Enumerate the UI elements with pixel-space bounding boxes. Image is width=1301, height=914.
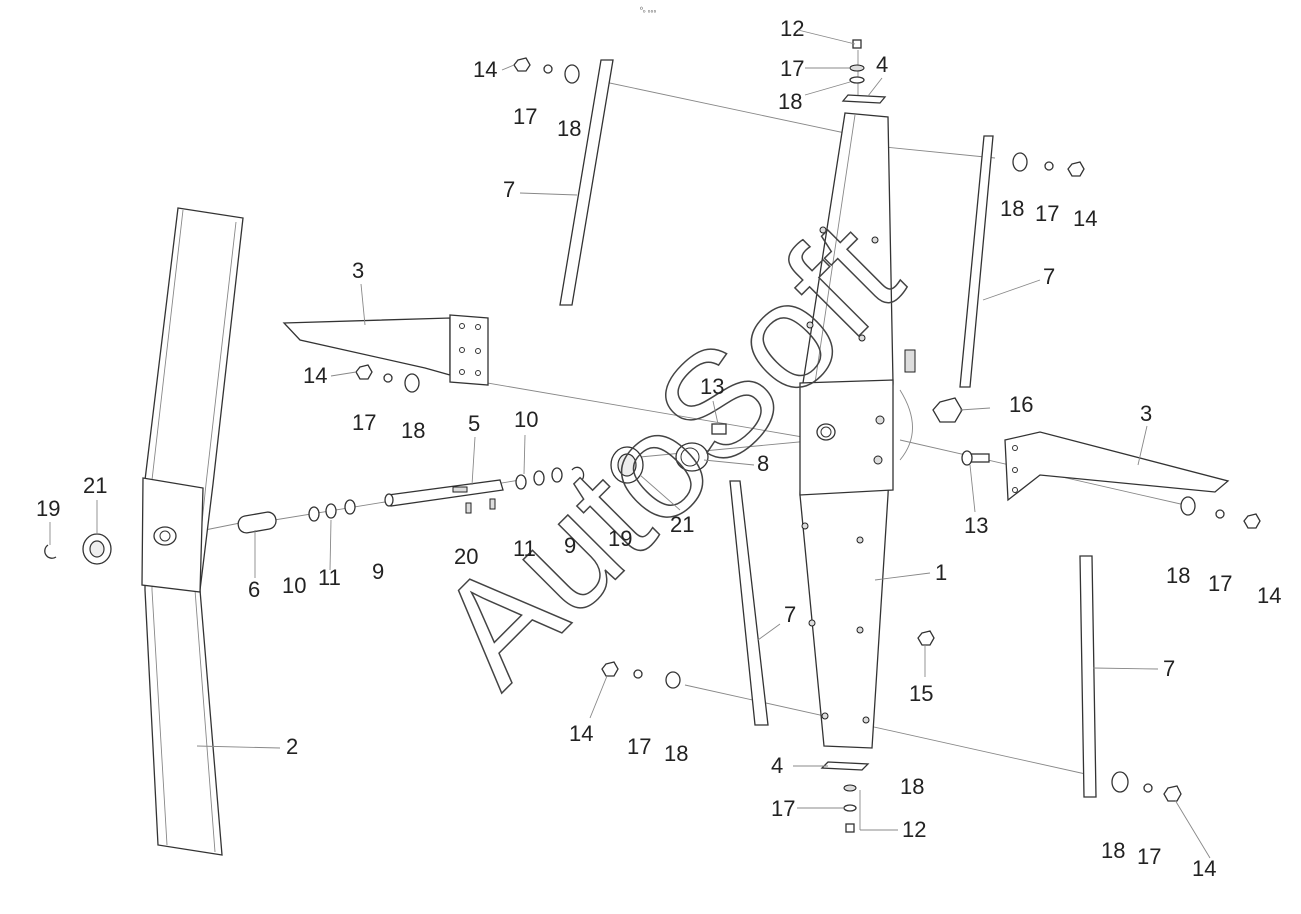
callout-18: 18 [1166,563,1190,588]
callout-19: 19 [608,526,632,551]
plate-4-top [841,94,887,104]
callout-11: 11 [513,536,536,561]
callout-14: 14 [473,57,497,82]
callout-9: 9 [372,559,384,584]
column-part-1 [799,112,916,749]
callout-1: 1 [935,560,947,585]
callout-7: 7 [1043,264,1055,289]
bushing-6 [237,511,277,534]
callout-14: 14 [1257,583,1281,608]
callout-14: 14 [303,363,327,388]
callout-18: 18 [401,418,425,443]
callout-labels: 1 2 3 3 4 4 5 6 7 7 7 7 8 9 9 10 10 11 1… [36,16,1281,881]
callout-5: 5 [468,411,480,436]
callout-6: 6 [248,577,260,602]
callout-17: 17 [627,734,651,759]
callout-21: 21 [83,473,107,498]
callout-3: 3 [1140,401,1152,426]
callout-10: 10 [514,407,538,432]
callout-18: 18 [900,774,924,799]
callout-4: 4 [876,52,888,77]
sleeve-8 [675,442,709,472]
callout-16: 16 [1009,392,1033,417]
callout-7: 7 [784,602,796,627]
callout-11: 11 [318,565,341,590]
callout-leaders [49,29,1211,859]
bracket-3-left [282,314,489,386]
callout-17: 17 [1208,571,1232,596]
callout-7: 7 [1163,656,1175,681]
callout-20: 20 [454,544,478,569]
callout-17: 17 [352,410,376,435]
callout-13: 13 [700,374,724,399]
bearing-center [610,446,644,484]
hardware [355,39,1261,833]
strip-7-bottom [1079,555,1097,798]
callout-21: 21 [670,512,694,537]
callout-17: 17 [771,796,795,821]
callout-13: 13 [964,513,988,538]
shaft-5 [384,479,504,514]
callout-7: 7 [503,177,515,202]
callout-14: 14 [569,721,593,746]
callout-8: 8 [757,451,769,476]
callout-18: 18 [1000,196,1024,221]
bearing-left [44,533,112,565]
callout-18: 18 [1101,838,1125,863]
callout-3: 3 [352,258,364,283]
bracket-3-right [1004,431,1230,502]
callout-9: 9 [564,533,576,558]
callout-18: 18 [664,741,688,766]
callout-17: 17 [1137,844,1161,869]
callout-12: 12 [902,817,926,842]
callout-14: 14 [1073,206,1097,231]
callout-14: 14 [1192,856,1216,881]
top-mark: ⁰₀ ₀₀₀ [640,6,656,14]
callout-2: 2 [286,734,298,759]
strip-7-right [959,135,994,388]
strip-7-middle [729,480,769,726]
plate-4-bottom [820,761,870,771]
callout-18: 18 [778,89,802,114]
callout-17: 17 [780,56,804,81]
callout-12: 12 [780,16,804,41]
callout-17: 17 [513,104,537,129]
callout-18: 18 [557,116,581,141]
callout-15: 15 [909,681,933,706]
washers-right [515,466,585,490]
washers-left [308,499,356,522]
callout-10: 10 [282,573,306,598]
post-part-2 [141,207,244,856]
callout-19: 19 [36,496,60,521]
strip-7-top [559,59,614,306]
callout-4: 4 [771,753,783,778]
callout-17: 17 [1035,201,1059,226]
